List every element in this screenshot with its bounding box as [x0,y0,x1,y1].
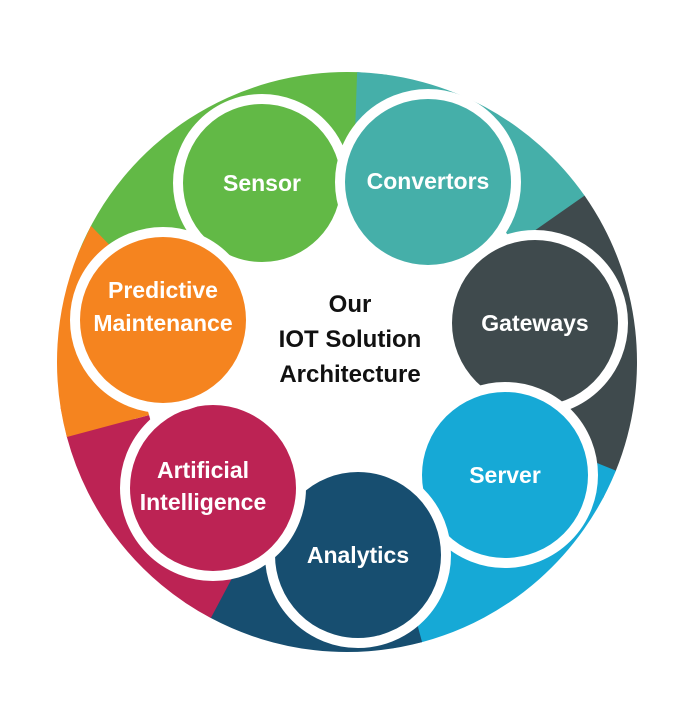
stage-server: Server [412,382,598,568]
predictive-bubble [70,227,256,413]
sensor-label: Sensor [223,170,301,196]
ai-label-line1: Artificial [157,457,249,483]
title-line2: IOT Solution [279,326,422,353]
stage-sensor: Sensor [173,94,351,272]
analytics-label: Analytics [307,542,409,568]
server-label: Server [469,462,541,488]
title-line1: Our [329,291,372,318]
ai-label-line2: Intelligence [140,489,267,515]
predictive-label-line1: Predictive [108,277,218,303]
stage-gateways: Gateways [442,230,628,416]
ai-bubble [120,395,306,581]
predictive-label-line2: Maintenance [93,310,232,336]
center-title: Our IOT Solution Architecture [279,291,422,388]
server-bubble [412,382,598,568]
stage-convertors: Convertors [335,89,521,275]
convertors-bubble [335,89,521,275]
stage-artificial-intelligence: Artificial Intelligence [120,395,306,581]
gateways-label: Gateways [481,310,588,336]
stage-predictive-maintenance: Predictive Maintenance [70,227,256,413]
title-line3: Architecture [279,361,420,388]
convertors-label: Convertors [367,168,490,194]
